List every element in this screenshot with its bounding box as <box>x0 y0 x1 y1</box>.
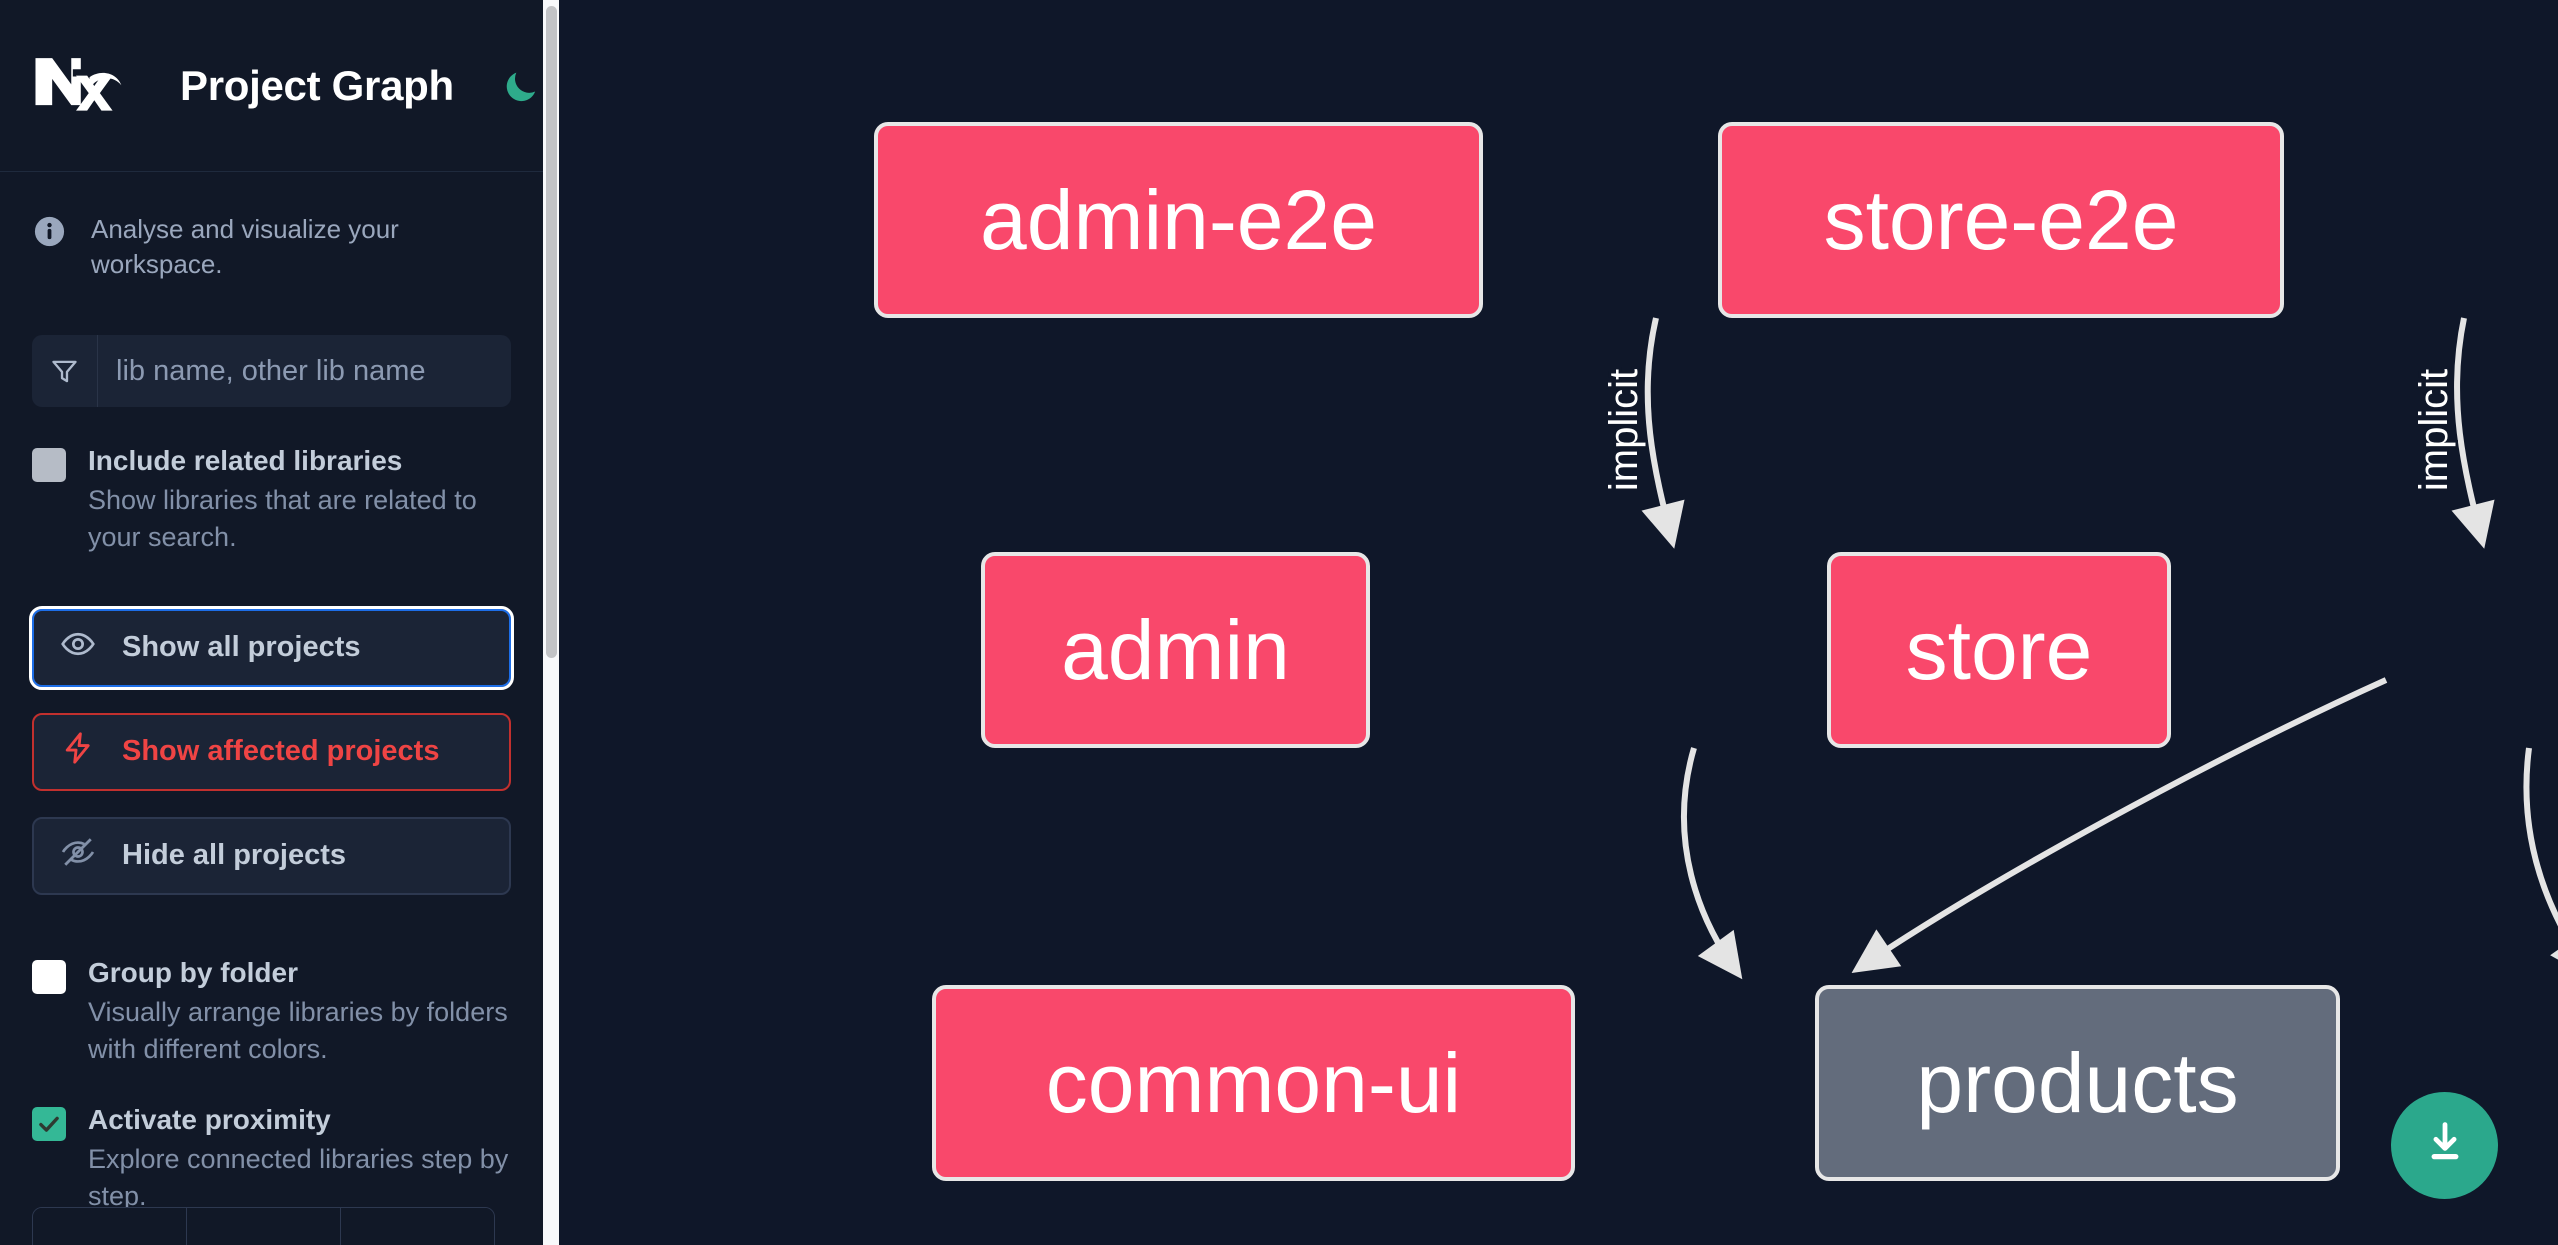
option-label: Include related libraries <box>88 445 403 477</box>
show-all-projects-button[interactable]: Show all projects <box>29 605 514 690</box>
checkbox-include-related-libraries[interactable] <box>32 448 66 483</box>
option-label: Group by folder <box>88 956 298 988</box>
graph-node-label: store-e2e <box>1823 172 2179 267</box>
hide-all-projects-button[interactable]: Hide all projects <box>32 816 511 895</box>
option-activate-proximity[interactable]: Activate proximity Explore connected lib… <box>0 1068 543 1216</box>
eye-off-icon <box>60 834 96 878</box>
filter-funnel-icon <box>32 335 98 408</box>
segment-1[interactable] <box>33 1208 187 1245</box>
nx-logo-icon <box>32 55 128 117</box>
option-label: Activate proximity <box>88 1104 331 1136</box>
edge-store-products <box>2523 747 2558 980</box>
page-title: Project Graph <box>180 61 454 109</box>
graph-node-store[interactable]: store <box>1827 552 2171 748</box>
graph-node-admin-e2e[interactable]: admin-e2e <box>874 122 1483 318</box>
option-description: Show libraries that are related to your … <box>88 485 477 553</box>
show-affected-projects-button[interactable]: Show affected projects <box>32 712 511 791</box>
graph-node-store-e2e[interactable]: store-e2e <box>1718 122 2284 318</box>
edge-admin-common-ui <box>1680 747 1743 980</box>
segment-3[interactable] <box>341 1208 494 1245</box>
graph-canvas[interactable]: implicit implicit admin-e2e store-e2e ad… <box>559 0 2558 1245</box>
edge-store-e2e-store <box>2451 317 2495 549</box>
segment-2[interactable] <box>187 1208 341 1245</box>
sidebar-scroll-area: Project Graph Analyse and visualize your… <box>0 0 543 1245</box>
sidebar-header: Project Graph <box>0 0 543 172</box>
sidebar-scrollbar-thumb[interactable] <box>546 6 557 658</box>
info-banner: Analyse and visualize your workspace. <box>0 172 543 282</box>
moon-icon[interactable] <box>500 60 543 112</box>
search-input[interactable] <box>98 335 511 408</box>
bottom-segmented-control[interactable] <box>32 1207 495 1245</box>
edge-label-implicit-store: implicit <box>2410 366 2459 493</box>
info-banner-text: Analyse and visualize your workspace. <box>91 214 399 280</box>
download-icon <box>2419 1117 2471 1174</box>
svg-text:implicit: implicit <box>2412 369 2456 491</box>
option-group-by-folder[interactable]: Group by folder Visually arrange librari… <box>0 921 543 1069</box>
checkbox-group-by-folder[interactable] <box>32 959 66 994</box>
graph-node-label: admin <box>1061 602 1290 697</box>
visibility-button-group: Show all projects Show affected projects <box>0 557 543 895</box>
checkbox-activate-proximity[interactable] <box>32 1107 66 1142</box>
show-affected-projects-label: Show affected projects <box>122 735 440 768</box>
graph-edges: implicit implicit <box>1600 317 2558 980</box>
info-circle-icon <box>32 214 67 249</box>
graph-node-common-ui[interactable]: common-ui <box>932 985 1575 1181</box>
graph-node-admin[interactable]: admin <box>981 552 1370 748</box>
edge-label-implicit-admin: implicit <box>1600 366 1649 493</box>
sidebar: Project Graph Analyse and visualize your… <box>0 0 559 1245</box>
option-description: Visually arrange libraries by folders wi… <box>88 996 508 1064</box>
edge-store-common-ui <box>1851 677 2388 974</box>
option-description: Explore connected libraries step by step… <box>88 1144 509 1212</box>
eye-icon <box>60 626 96 670</box>
graph-node-label: admin-e2e <box>980 172 1377 267</box>
search-field[interactable] <box>32 335 511 408</box>
graph-node-label: products <box>1916 1035 2239 1130</box>
edge-admin-e2e-admin <box>1641 317 1685 549</box>
graph-node-label: store <box>1905 602 2093 697</box>
lightning-bolt-icon <box>60 730 96 774</box>
show-all-projects-label: Show all projects <box>122 631 361 664</box>
graph-node-label: common-ui <box>1045 1035 1462 1130</box>
option-include-related-libraries[interactable]: Include related libraries Show libraries… <box>0 407 543 557</box>
download-button[interactable] <box>2391 1092 2498 1199</box>
hide-all-projects-label: Hide all projects <box>122 839 347 872</box>
graph-node-products[interactable]: products <box>1815 985 2340 1181</box>
svg-text:implicit: implicit <box>1602 369 1646 491</box>
sidebar-scrollbar[interactable] <box>543 0 559 1245</box>
